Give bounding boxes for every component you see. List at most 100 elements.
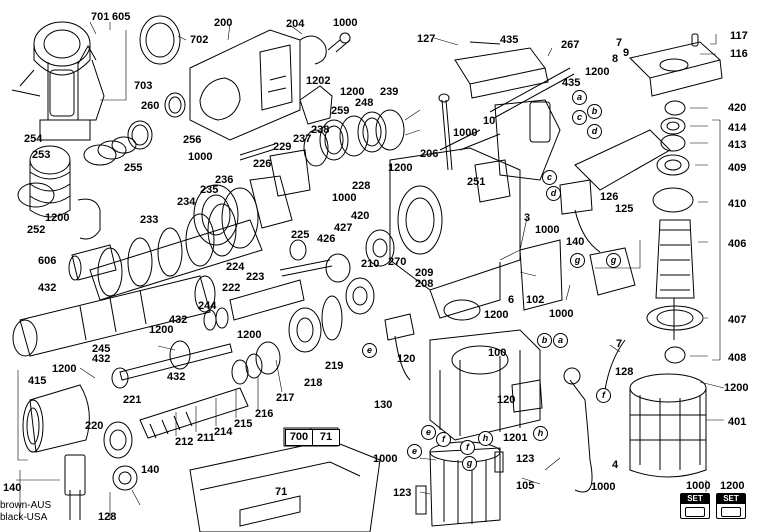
pin-224 bbox=[279, 259, 333, 277]
part-label: 1200 bbox=[484, 309, 509, 321]
part-label: 223 bbox=[246, 271, 265, 283]
part-label: 216 bbox=[255, 408, 274, 420]
part-label: 229 bbox=[273, 141, 292, 153]
part-label: 238 bbox=[311, 124, 330, 136]
connector-letter: h bbox=[478, 431, 493, 446]
part-label: 267 bbox=[561, 39, 580, 51]
part-label: 233 bbox=[140, 214, 159, 226]
connector-letter: c bbox=[572, 110, 587, 125]
connector-letter: h bbox=[533, 426, 548, 441]
shaft-211 bbox=[139, 387, 249, 439]
part-label: 701 bbox=[91, 11, 110, 23]
connector-letter: b bbox=[587, 104, 602, 119]
part-label: 117 bbox=[730, 30, 748, 42]
part-label: 1200 bbox=[237, 329, 262, 341]
sleeve-415 bbox=[22, 384, 90, 453]
cap-116 bbox=[629, 41, 723, 97]
cylinder-606 bbox=[68, 244, 117, 281]
part-label: 220 bbox=[85, 420, 104, 432]
part-label: 703 bbox=[134, 80, 153, 92]
part-label: 248 bbox=[355, 97, 374, 109]
connector-letter: f bbox=[460, 440, 475, 455]
part-label: 219 bbox=[325, 360, 344, 372]
screw-top bbox=[327, 32, 351, 53]
ring-426 bbox=[325, 253, 351, 283]
washer-221 bbox=[111, 367, 129, 389]
part-label: 1000 bbox=[591, 481, 616, 493]
part-label: 606 bbox=[38, 255, 57, 267]
screw-127 bbox=[469, 41, 501, 45]
part-label: 427 bbox=[334, 222, 353, 234]
handle-435 bbox=[454, 47, 549, 99]
part-label: 259 bbox=[331, 105, 350, 117]
part-label: 210 bbox=[361, 258, 380, 270]
side-handle bbox=[574, 129, 671, 191]
connector-letter: a bbox=[553, 333, 568, 348]
part-label: 435 bbox=[500, 34, 519, 46]
part-label: 3 bbox=[524, 212, 531, 224]
plate-102 bbox=[519, 239, 563, 311]
part-label: 218 bbox=[304, 377, 323, 389]
brush-holder-left bbox=[384, 313, 415, 341]
long-screw bbox=[441, 99, 453, 171]
case-box-label: 700 bbox=[285, 429, 313, 446]
part-label: 244 bbox=[198, 300, 217, 312]
oring-1200 bbox=[443, 299, 481, 321]
part-label: 1000 bbox=[188, 151, 213, 163]
connector-letter: f bbox=[596, 388, 611, 403]
cap-140-right bbox=[112, 465, 138, 491]
rod-267 bbox=[489, 67, 575, 119]
part-label: 254 bbox=[24, 133, 43, 145]
part-label: 245 bbox=[92, 343, 111, 355]
part-label: 1200 bbox=[149, 324, 174, 336]
part-label: 123 bbox=[393, 487, 412, 499]
part-label: 235 bbox=[200, 184, 219, 196]
part-label: 409 bbox=[728, 162, 747, 174]
part-label: 1201 bbox=[503, 432, 528, 444]
gear-235 bbox=[193, 184, 239, 246]
part-label: 260 bbox=[141, 100, 160, 112]
part-label: 1200 bbox=[720, 480, 745, 492]
plate-229 bbox=[269, 149, 311, 197]
part-label: 116 bbox=[730, 48, 748, 60]
part-label: 1000 bbox=[332, 192, 357, 204]
sleeve-part bbox=[77, 198, 101, 240]
part-label: 10 bbox=[483, 115, 496, 127]
part-label: 212 bbox=[175, 436, 194, 448]
disc-702 bbox=[139, 15, 181, 65]
part-label: 410 bbox=[728, 198, 747, 210]
cable-color-legend: brown-AUS black-USA bbox=[0, 500, 51, 524]
part-label: 8 bbox=[612, 53, 619, 65]
ring-244 bbox=[203, 309, 217, 331]
part-label: 208 bbox=[415, 278, 434, 290]
part-label: 1000 bbox=[453, 127, 478, 139]
part-label: 414 bbox=[728, 122, 747, 134]
legend-line: brown-AUS bbox=[0, 500, 52, 511]
part-label: 214 bbox=[214, 426, 233, 438]
gear-220 bbox=[103, 421, 133, 459]
part-label: 215 bbox=[234, 418, 253, 430]
part-label: 605 bbox=[112, 11, 131, 23]
part-label: 6 bbox=[508, 294, 515, 306]
part-label: 126 bbox=[600, 191, 619, 203]
part-label: 228 bbox=[352, 180, 371, 192]
bracket-226 bbox=[249, 175, 293, 229]
ring-432-small bbox=[215, 307, 229, 329]
part-label: 251 bbox=[467, 176, 486, 188]
connector-letter: e bbox=[421, 425, 436, 440]
part-label: 221 bbox=[123, 394, 142, 406]
part-label: 200 bbox=[214, 17, 233, 29]
part-label: 407 bbox=[728, 314, 747, 326]
connector-letter: g bbox=[570, 253, 585, 268]
part-label: 140 bbox=[141, 464, 160, 476]
cam-218 bbox=[288, 307, 322, 353]
clip-123-left bbox=[415, 485, 427, 515]
part-label: 408 bbox=[728, 352, 747, 364]
part-label: 253 bbox=[32, 149, 51, 161]
connector-letter: f bbox=[436, 432, 451, 447]
washer-252 bbox=[17, 182, 55, 208]
cap-1202 bbox=[299, 85, 333, 125]
connector-letter: b bbox=[537, 333, 552, 348]
motor-cover-401 bbox=[629, 373, 707, 478]
